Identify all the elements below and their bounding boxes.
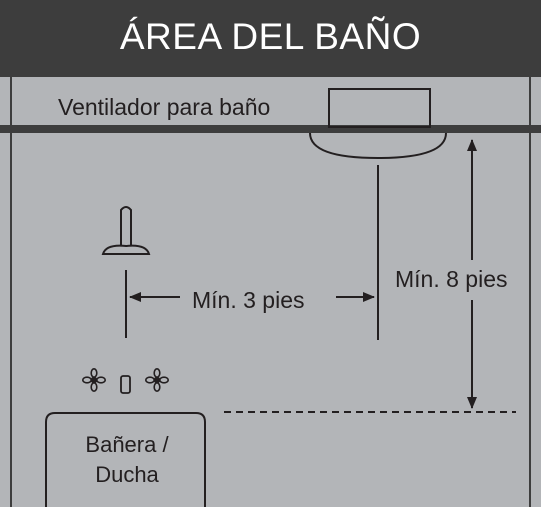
title-bar [0,0,541,77]
faucet-handle-icon [82,367,107,392]
tub-label: Bañera / Ducha [48,430,206,490]
fan-dome [309,132,447,160]
tub-outline [45,412,206,507]
fan-box [328,88,431,128]
faucet-spout-icon [120,375,131,394]
vertical-clearance-label: Mín. 8 pies [395,266,508,292]
page-title: ÁREA DEL BAÑO [119,16,422,57]
tub-label-line1: Bañera / [85,432,169,457]
faucet-handle-icon [145,367,170,392]
tub-label-line2: Ducha [95,462,159,487]
horizontal-clearance-label: Mín. 3 pies [190,287,307,313]
shower-head-icon [101,206,151,255]
fan-label: Ventilador para baño [58,94,271,120]
ceiling-line [0,125,541,133]
